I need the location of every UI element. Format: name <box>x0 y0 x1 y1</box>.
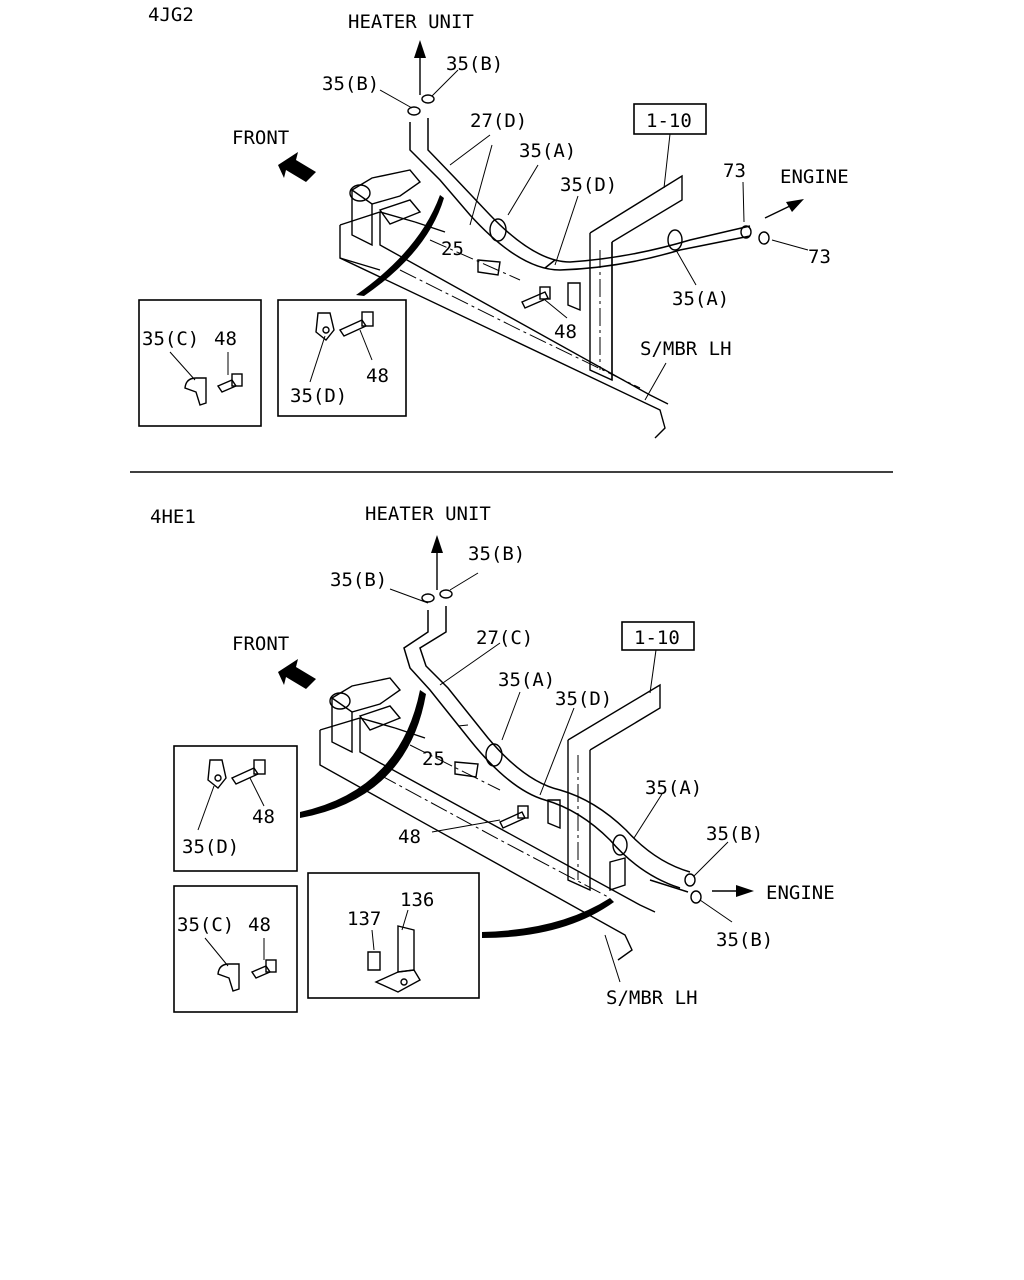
inset-label-bolt: 48 <box>214 328 237 350</box>
leader-lines <box>389 572 733 983</box>
heater-unit-label: HEATER UNIT <box>348 11 474 33</box>
clip-icon <box>207 759 227 789</box>
part-label-35b-right: 35(B) <box>468 543 525 565</box>
heater-arrow-icon <box>431 535 443 590</box>
part-label-35d: 35(D) <box>555 688 612 710</box>
front-label: FRONT <box>232 127 289 149</box>
inset-label-clip: 35(C) <box>142 328 199 350</box>
front-arrow-icon <box>278 152 316 182</box>
inset-label-bolt: 48 <box>366 365 389 387</box>
inset-label-bolt: 48 <box>252 806 275 828</box>
part-label-35a-upper: 35(A) <box>498 669 555 691</box>
leader-lines <box>379 69 809 401</box>
side-member-frame <box>339 169 683 439</box>
front-arrow-icon <box>278 659 316 689</box>
clip-icon <box>315 312 335 341</box>
part-label-48: 48 <box>398 826 421 848</box>
ref-box-label: 1-10 <box>646 110 692 132</box>
part-label-27c: 27(C) <box>476 627 533 649</box>
inset-label-bracket: 136 <box>400 889 434 911</box>
part-label-48: 48 <box>554 321 577 343</box>
part-label-35b-engine-lower: 35(B) <box>716 929 773 951</box>
side-member-label: S/MBR LH <box>640 338 732 360</box>
inset-box-clip-c: 35(C) 48 <box>138 299 262 427</box>
part-label-25: 25 <box>441 238 464 260</box>
side-member-frame <box>319 677 661 961</box>
inset-callout-pointer <box>300 690 426 818</box>
bolt-icon <box>521 282 581 312</box>
ref-box-label: 1-10 <box>634 627 680 649</box>
part-label-73-lower: 73 <box>808 246 831 268</box>
heater-arrow-icon <box>414 40 426 95</box>
front-label: FRONT <box>232 633 289 655</box>
engine-label: ENGINE <box>766 882 835 904</box>
inset-box-clip-d: 48 35(D) <box>277 299 407 417</box>
bolt-icon <box>499 799 561 830</box>
part-label-35a-lower: 35(A) <box>672 288 729 310</box>
part-label-25: 25 <box>422 748 445 770</box>
part-label-35b-right: 35(B) <box>446 53 503 75</box>
part-label-35a-lower: 35(A) <box>645 777 702 799</box>
part-label-73-upper: 73 <box>723 160 746 182</box>
inset-callout-pointer <box>482 898 614 938</box>
inset-callout-pointer <box>356 195 444 296</box>
clip-icon <box>421 589 702 904</box>
part-label-27d: 27(D) <box>470 110 527 132</box>
engine-arrow-icon <box>764 199 804 219</box>
bolt-icon <box>367 951 381 971</box>
clip-icon <box>217 963 240 992</box>
engine-arrow-icon <box>712 885 754 897</box>
reference-box: 1-10 <box>633 103 707 189</box>
part-label-35b-engine-upper: 35(B) <box>706 823 763 845</box>
inset-label-bolt: 48 <box>248 914 271 936</box>
engine-label: ENGINE <box>780 166 849 188</box>
part-label-35b-left: 35(B) <box>330 569 387 591</box>
engine-code-label: 4JG2 <box>148 4 194 26</box>
inset-label-clip: 35(D) <box>290 385 347 407</box>
diagram-4he1: 4HE1 HEATER UNIT FRONT ENGINE 1-10 <box>150 503 835 1013</box>
side-member-label: S/MBR LH <box>606 987 698 1009</box>
inset-label-clip: 35(D) <box>182 836 239 858</box>
diagram-4jg2: 4JG2 HEATER UNIT FRONT ENGINE 1-10 <box>138 4 849 439</box>
inset-box-clip-c: 35(C) 48 <box>173 885 298 1013</box>
inset-box-bracket: 136 137 <box>307 872 480 999</box>
part-label-35d: 35(D) <box>560 174 617 196</box>
reference-box: 1-10 <box>621 621 695 694</box>
inset-label-clip: 35(C) <box>177 914 234 936</box>
heater-hose <box>409 118 751 271</box>
inset-box-clip-d: 48 35(D) <box>173 745 298 872</box>
clip-icon <box>184 377 207 406</box>
part-label-35a-upper: 35(A) <box>519 140 576 162</box>
part-label-35b-left: 35(B) <box>322 73 379 95</box>
heater-unit-label: HEATER UNIT <box>365 503 491 525</box>
clip-icon <box>407 94 770 251</box>
inset-label-bolt: 137 <box>347 908 381 930</box>
engine-code-label: 4HE1 <box>150 506 196 528</box>
